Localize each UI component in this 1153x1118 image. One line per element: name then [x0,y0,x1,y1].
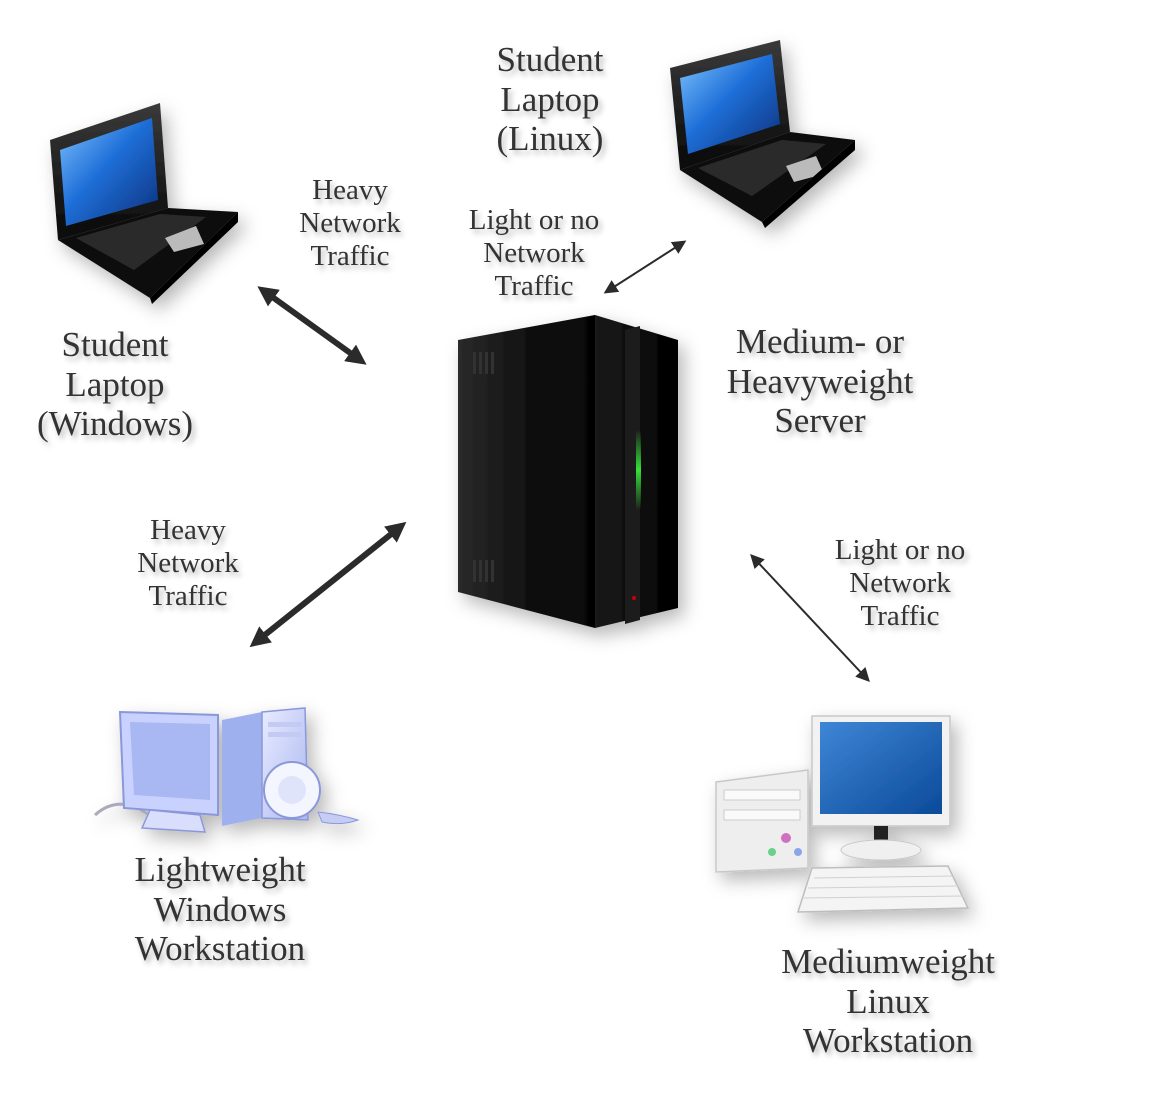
label-line: Heavyweight [726,361,914,401]
label-line: Traffic [148,579,228,612]
label-line: Heavy [150,514,226,546]
label-line: Traffic [310,239,390,272]
arrow-laptop-windows-server [257,286,367,365]
label-line: Student [496,40,604,79]
label-line: Network [849,566,951,599]
server-tower-icon [458,315,678,628]
arrow-windows-workstation-server [249,521,407,648]
label-line: Laptop [65,364,165,404]
label-line: Lightweight [134,850,306,889]
label-line: Network [483,236,585,269]
windows-workstation-icon [93,707,360,833]
label-line: Traffic [494,269,574,302]
label-line: Light or no [834,534,966,566]
label-line: Windows [153,889,287,929]
label-line: Linux [846,981,930,1021]
label-line: (Windows) [36,404,194,444]
laptop-linux-icon [670,40,855,228]
label-line: (Linux) [496,119,604,159]
linux-workstation-icon [715,715,970,913]
label-line: Medium- or [735,322,905,361]
label-line: Heavy [312,174,388,206]
label-line: Network [137,546,239,579]
label-line: Workstation [134,929,306,969]
label-line: Workstation [802,1021,974,1061]
label-line: Traffic [860,599,940,632]
laptop-windows-icon [50,103,238,304]
label-line: Laptop [500,79,600,119]
label-line: Network [299,206,401,239]
label-line: Light or no [468,204,600,236]
label-line: Mediumweight [781,942,995,981]
label-line: Student [61,325,169,364]
arrow-laptop-linux-server [603,240,687,294]
arrow-linux-workstation-server [750,553,870,683]
label-line: Server [774,401,866,441]
